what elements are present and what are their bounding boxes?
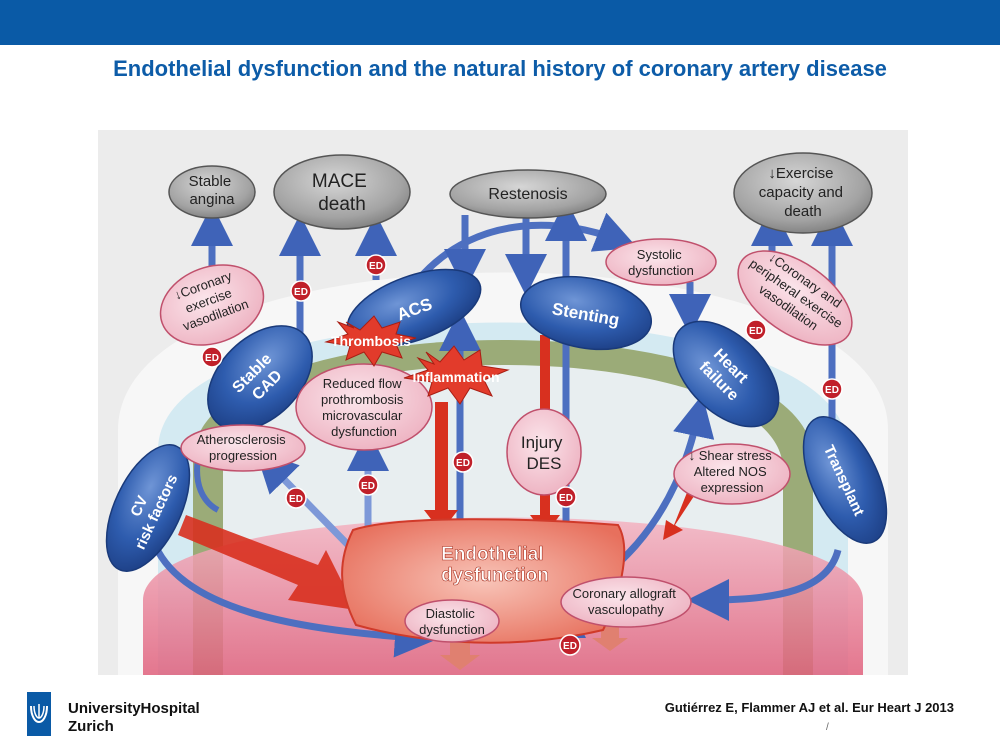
- red-arrow-allograft-out: [592, 625, 628, 651]
- citation: Gutiérrez E, Flammer AJ et al. Eur Heart…: [664, 700, 954, 715]
- shear-line-1: ↓ Shear stress: [689, 448, 773, 463]
- mace-line-2: death: [318, 194, 366, 215]
- header-bar: [0, 0, 1000, 45]
- mace-line-1: MACE: [312, 171, 367, 192]
- ed-badge-10: ED: [559, 634, 581, 656]
- shear-line-3: expression: [701, 480, 764, 495]
- svg-text:MACE death: MACE death: [312, 171, 372, 215]
- exercise-line-1: ↓Exercise: [768, 165, 833, 182]
- university-hospital-shield-icon: [27, 692, 51, 736]
- ed-badge-2: ED: [290, 280, 312, 302]
- shear-line-2: Altered NOS: [694, 464, 767, 479]
- flow-arrow-cv-to-diastolic: [149, 538, 437, 658]
- stable-angina-line-1: Stable: [189, 173, 232, 190]
- ed-badge-5: ED: [357, 474, 379, 496]
- core-label: Endothelial dysfunction: [441, 544, 549, 586]
- svg-text:ED: ED: [825, 385, 839, 396]
- node-stenting: Stenting: [519, 275, 653, 351]
- node-reduced-flow: Reduced flow prothrombosis microvascular…: [295, 363, 433, 451]
- red-arrow-shear-down: [663, 485, 698, 540]
- systolic-line-2: dysfunction: [628, 263, 694, 278]
- allograft-line-2: vasculopathy: [588, 602, 664, 617]
- svg-text:ED: ED: [749, 326, 763, 337]
- stable-angina-line-2: angina: [189, 191, 235, 208]
- outcome-stable-angina: Stable angina: [168, 165, 256, 219]
- svg-text:Injury DES: Injury DES: [521, 433, 567, 473]
- svg-text:↓Exercise capacity and: ↓Exercise capacity and death: [759, 165, 847, 220]
- inflammation-label: Inflammation: [412, 369, 499, 385]
- reduced-flow-line-4: dysfunction: [331, 424, 397, 439]
- svg-text:ED: ED: [563, 641, 577, 652]
- svg-text:ED: ED: [456, 458, 470, 469]
- ed-badge-3: ED: [365, 254, 387, 276]
- svg-text:ED: ED: [361, 481, 375, 492]
- ed-badge-4: ED: [285, 487, 307, 509]
- node-transplant: Transplant: [802, 416, 888, 544]
- burst-thrombosis: Thrombosis: [324, 315, 417, 367]
- svg-text:ED: ED: [369, 261, 383, 272]
- reduced-flow-line-2: prothrombosis: [321, 392, 404, 407]
- flow-arrow-transplant-to-allograft: [687, 548, 842, 621]
- diastolic-line-2: dysfunction: [419, 622, 485, 637]
- flow-arrow-acs-to-systolic: [415, 212, 638, 283]
- reduced-flow-line-1: Reduced flow: [323, 376, 402, 391]
- red-arrow-cv-to-core: [178, 515, 356, 610]
- svg-text:Coronary allograft vascu: Coronary allograft vasculopathy: [573, 586, 680, 617]
- outcome-mace-death: MACE death: [273, 154, 411, 230]
- node-systolic: Systolic dysfunction: [605, 238, 717, 286]
- svg-text:ED: ED: [289, 494, 303, 505]
- outcome-restenosis: Restenosis: [449, 169, 607, 219]
- diastolic-line-1: Diastolic: [426, 606, 476, 621]
- ed-badge-1: ED: [201, 346, 223, 368]
- svg-text:ED: ED: [205, 353, 219, 364]
- red-arrow-diastolic-out: [440, 640, 480, 670]
- red-arrow-inflammation-down: [424, 402, 458, 532]
- core-label-line-2: dysfunction: [441, 565, 549, 586]
- ed-badge-9: ED: [821, 378, 843, 400]
- systolic-line-1: Systolic: [637, 247, 682, 262]
- atherosclerosis-line-2: progression: [209, 448, 277, 463]
- svg-text:ED: ED: [294, 287, 308, 298]
- injury-line-1: Injury: [521, 433, 563, 452]
- svg-text:Stable angina: Stable angina: [189, 173, 236, 208]
- ed-badge-8: ED: [745, 319, 767, 341]
- arrow-up-to-atherosclerosis: [255, 449, 356, 553]
- node-coronary-exercise: ↓Coronary exercise vasodilation: [159, 264, 265, 346]
- endothelial-dysfunction-diagram: Endothelial dysfunction Stable angina MA…: [98, 130, 908, 675]
- node-atherosclerosis: Atherosclerosis progression: [180, 424, 306, 472]
- atherosclerosis-line-1: Atherosclerosis: [197, 432, 286, 447]
- ed-badge-7: ED: [555, 486, 577, 508]
- logo-text-line-1: UniversityHospital: [68, 700, 200, 717]
- burst-inflammation: Inflammation: [403, 345, 510, 405]
- allograft-line-1: Coronary allograft: [573, 586, 677, 601]
- restenosis-label: Restenosis: [488, 186, 567, 203]
- slide-title: Endothelial dysfunction and the natural …: [113, 56, 887, 81]
- svg-text:ED: ED: [559, 493, 573, 504]
- core-label-line-1: Endothelial: [441, 544, 543, 565]
- svg-text:Atherosclerosis progress: Atherosclerosis progression: [197, 432, 290, 463]
- svg-text:↓ Shear stress Altered N: ↓ Shear stress Altered NOS expression: [689, 448, 776, 495]
- svg-text:Systolic dysfunction: Systolic dysfunction: [628, 247, 694, 278]
- exercise-line-2: capacity and: [759, 184, 843, 201]
- node-allograft: Coronary allograft vasculopathy: [560, 576, 692, 628]
- svg-text:Diastolic dysfunction: Diastolic dysfunction: [419, 606, 485, 637]
- injury-line-2: DES: [527, 454, 562, 473]
- page-mark: /: [826, 722, 829, 733]
- ed-badge-6: ED: [452, 451, 474, 473]
- reduced-flow-line-3: microvascular: [322, 408, 403, 423]
- node-diastolic: Diastolic dysfunction: [404, 599, 500, 643]
- outcome-exercise-capacity: ↓Exercise capacity and death: [733, 152, 873, 234]
- svg-text:Reduced flow prothrombos: Reduced flow prothrombosis microvascular…: [321, 376, 407, 439]
- exercise-line-3: death: [784, 203, 822, 220]
- node-heart-failure: Heart failure: [672, 320, 780, 428]
- node-injury-des: Injury DES: [506, 408, 582, 496]
- logo-text-line-2: Zurich: [68, 718, 114, 735]
- node-stable-cad: Stable CAD: [207, 325, 313, 431]
- node-shear-stress: ↓ Shear stress Altered NOS expression: [673, 443, 791, 505]
- thrombosis-label: Thrombosis: [331, 333, 411, 349]
